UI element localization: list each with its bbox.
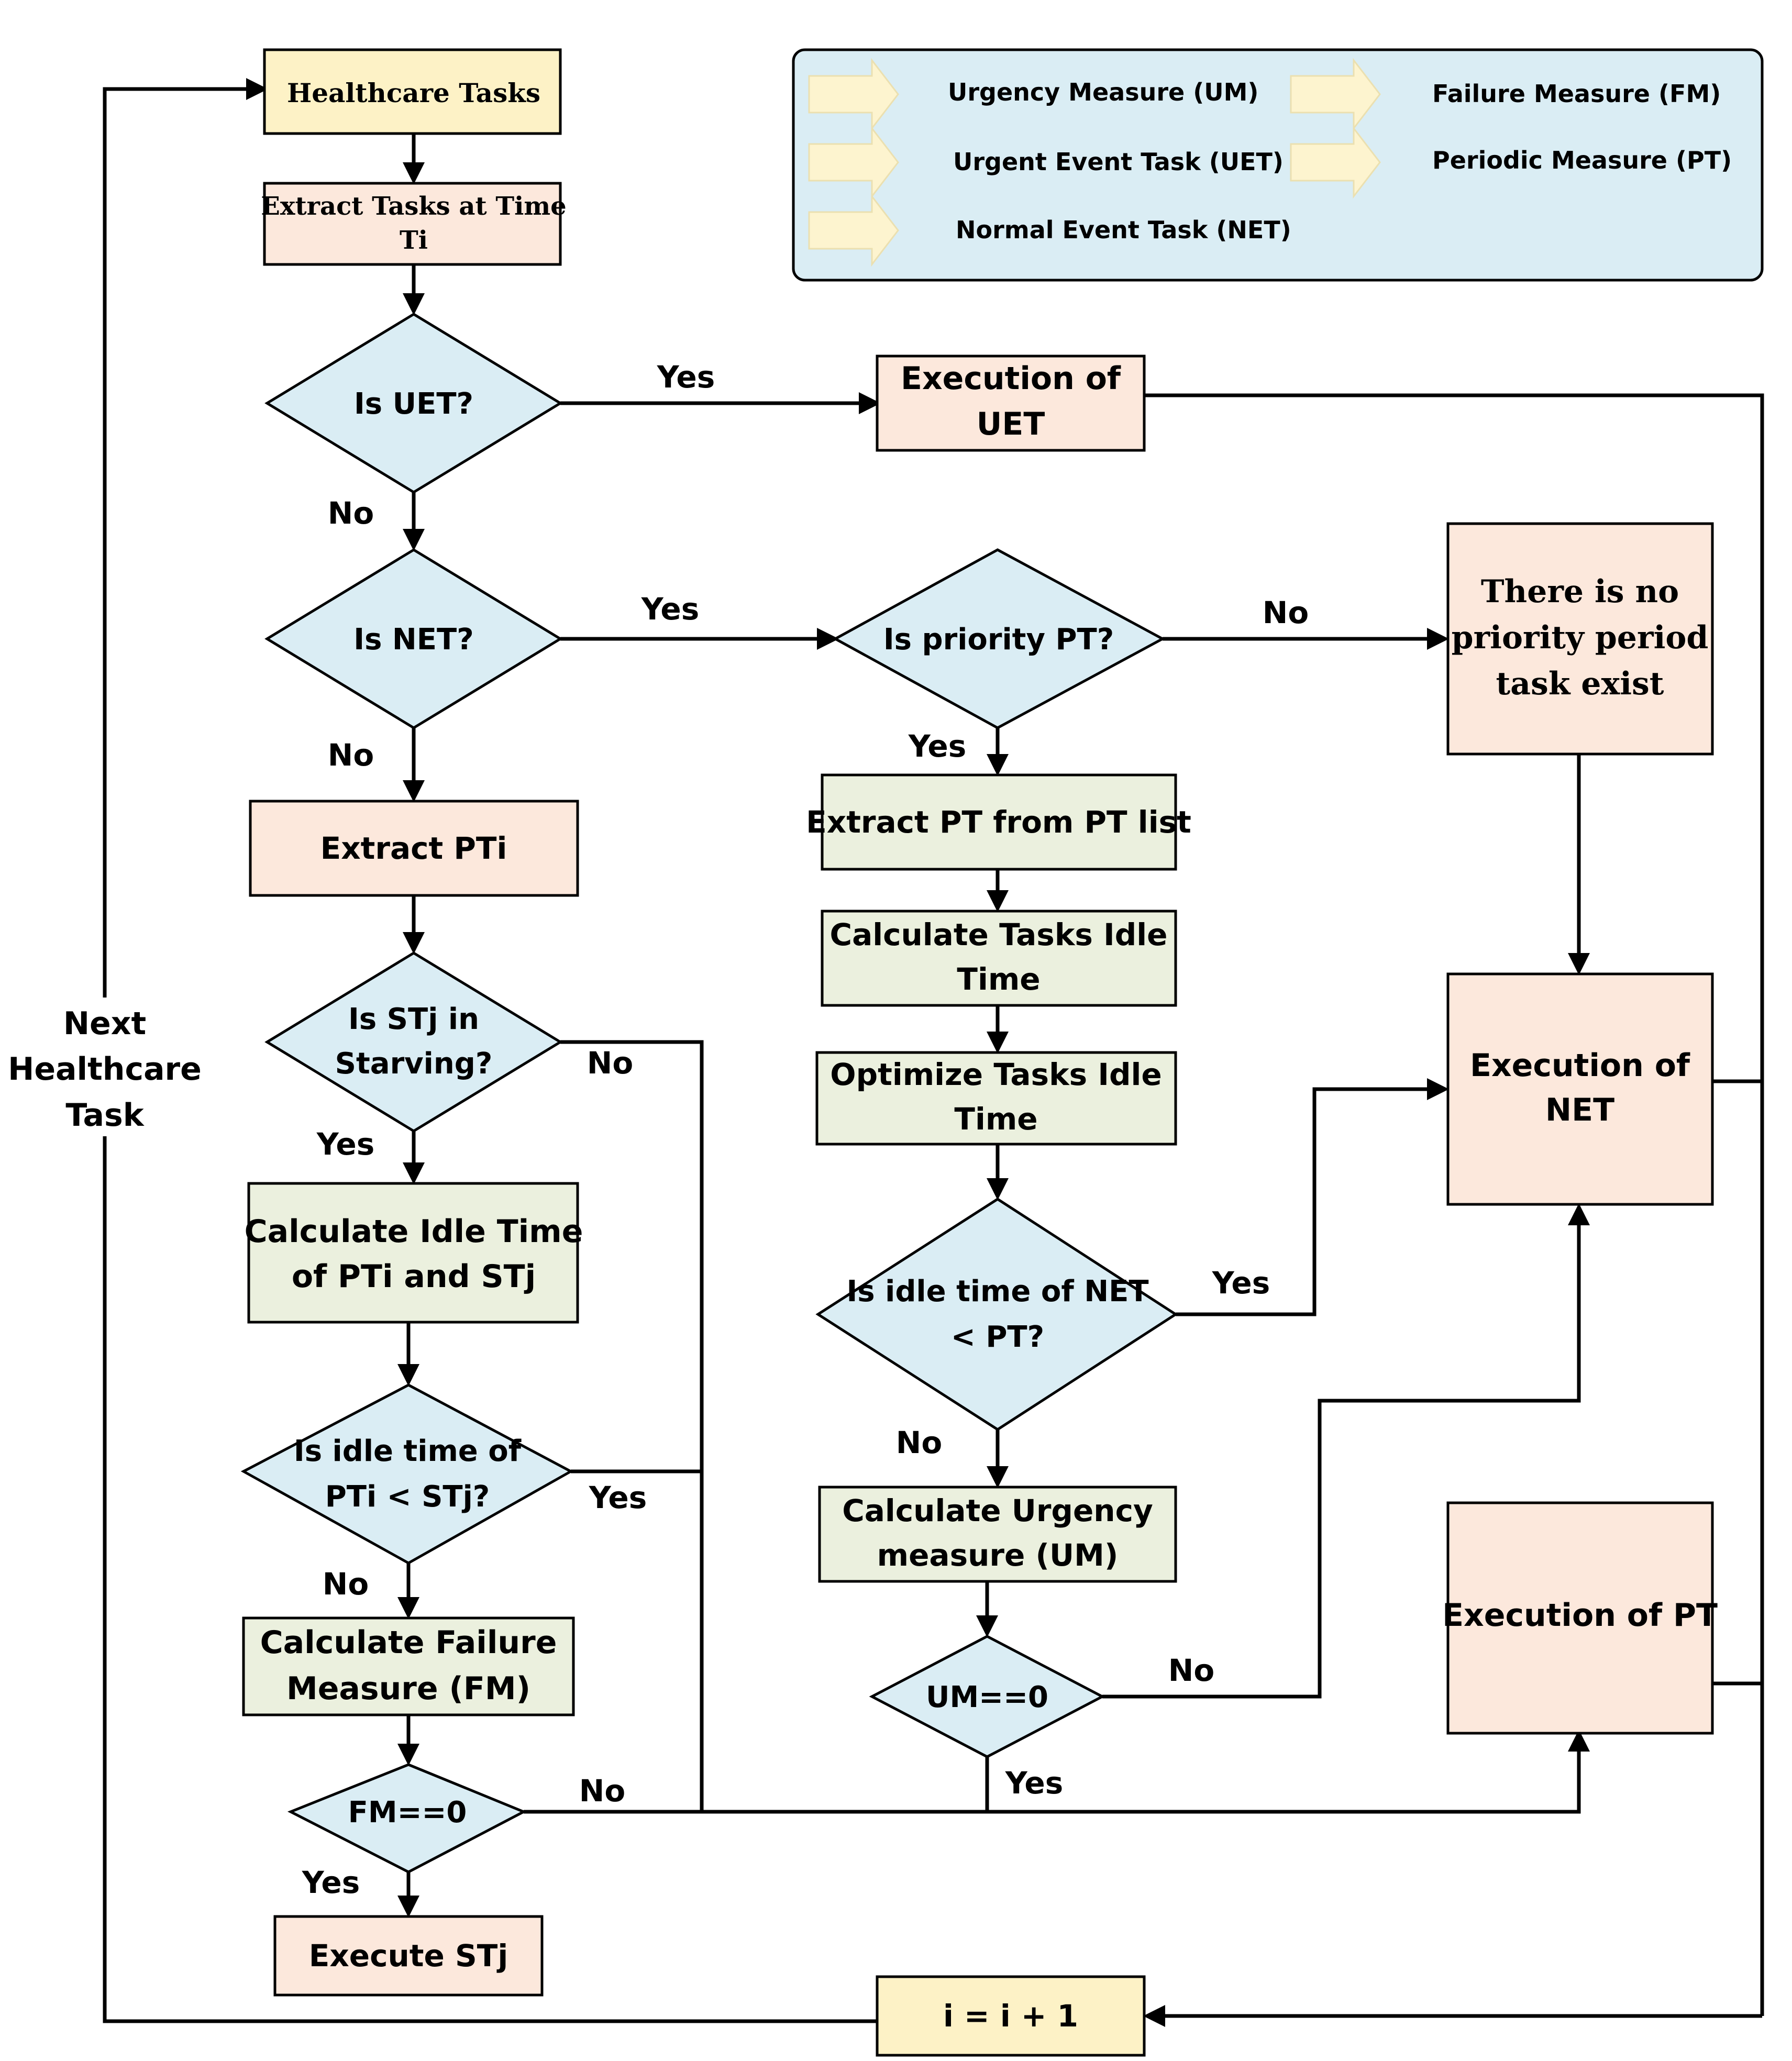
svg-text:Calculate Tasks Idle: Calculate Tasks Idle <box>830 917 1168 952</box>
svg-text:Optimize Tasks Idle: Optimize Tasks Idle <box>830 1057 1162 1092</box>
legend-label-uet: Urgent Event Task (UET) <box>953 148 1284 176</box>
svg-text:Is STj in: Is STj in <box>348 1002 479 1036</box>
svg-text:Extract PTi: Extract PTi <box>320 830 507 866</box>
node-calc-tasks-idle: Calculate Tasks Idle Time <box>821 910 1177 1007</box>
svg-text:Is NET?: Is NET? <box>353 623 473 657</box>
svg-text:Is priority PT?: Is priority PT? <box>883 623 1114 657</box>
edge-starving-no <box>560 1040 704 1812</box>
svg-text:Execution of: Execution of <box>901 360 1121 397</box>
decision-is-net: Is NET? <box>264 548 563 729</box>
legend-label-fm: Failure Measure (FM) <box>1432 80 1721 108</box>
edge-execuet-right <box>1144 393 1764 2016</box>
label-uet-no: No <box>328 495 374 531</box>
decision-idle-pti-stj: Is idle time of PTi < STj? <box>240 1383 574 1565</box>
decision-is-priority-pt: Is priority PT? <box>832 548 1166 729</box>
label-fm-no: No <box>579 1773 625 1809</box>
legend-label-um: Urgency Measure (UM) <box>948 78 1258 106</box>
svg-text:Time: Time <box>957 961 1040 997</box>
label-uet-yes: Yes <box>657 359 715 395</box>
edge-um-no <box>1102 1203 1590 1699</box>
label-idle-net-yes: Yes <box>1212 1265 1270 1301</box>
label-priority-no: No <box>1263 595 1309 630</box>
legend-arrow-icon-fm <box>1290 58 1381 131</box>
svg-text:Is idle time of: Is idle time of <box>294 1434 522 1468</box>
label-net-no: No <box>328 737 374 773</box>
legend: Urgency Measure (UM) Failure Measure (FM… <box>792 48 1764 282</box>
legend-arrow-icon-net <box>808 194 899 267</box>
svg-text:Is UET?: Is UET? <box>354 387 473 421</box>
label-um-yes: Yes <box>1005 1765 1064 1801</box>
node-exec-net: Execution of NET <box>1446 972 1714 1206</box>
loop-label-line-2: Healthcare <box>8 1051 202 1088</box>
svg-text:Calculate Urgency: Calculate Urgency <box>842 1493 1153 1528</box>
label-idle-pti-yes: Yes <box>589 1480 647 1515</box>
svg-text:< PT?: < PT? <box>951 1320 1044 1354</box>
decision-fm-zero: FM==0 <box>287 1763 527 1874</box>
node-no-priority-period: There is no priority period task exist <box>1446 522 1714 756</box>
node-optimize-idle: Optimize Tasks Idle Time <box>815 1051 1177 1146</box>
svg-text:Extract PT from PT list: Extract PT from PT list <box>806 804 1191 840</box>
label-priority-yes: Yes <box>908 728 967 764</box>
loop-label-line-1: Next <box>63 1005 146 1042</box>
node-calc-urgency: Calculate Urgency measure (UM) <box>818 1486 1177 1583</box>
svg-text:Calculate Idle Time: Calculate Idle Time <box>245 1213 583 1250</box>
svg-text:of PTi and STj: of PTi and STj <box>292 1258 536 1295</box>
legend-label-net: Normal Event Task (NET) <box>956 216 1291 244</box>
svg-text:Is idle time of NET: Is idle time of NET <box>846 1275 1148 1309</box>
label-fm-yes: Yes <box>302 1865 360 1900</box>
label-idle-net-no: No <box>896 1425 942 1460</box>
node-execute-stj: Execute STj <box>273 1915 544 1997</box>
svg-text:Starving?: Starving? <box>335 1047 493 1081</box>
decision-is-uet: Is UET? <box>264 313 563 494</box>
svg-text:i = i + 1: i = i + 1 <box>943 1998 1078 2034</box>
legend-arrow-icon-um <box>808 58 899 131</box>
node-increment: i = i + 1 <box>876 1975 1146 2057</box>
decision-idle-net-pt: Is idle time of NET < PT? <box>815 1198 1178 1431</box>
legend-arrow-icon-uet <box>808 126 899 199</box>
svg-text:Time: Time <box>954 1101 1037 1137</box>
svg-text:NET: NET <box>1545 1092 1614 1128</box>
svg-text:FM==0: FM==0 <box>348 1796 467 1830</box>
loop-label: Next Healthcare Task <box>8 998 202 1136</box>
label-um-no: No <box>1168 1653 1214 1688</box>
label-starving-no: No <box>587 1045 633 1081</box>
svg-text:Healthcare Tasks: Healthcare Tasks <box>287 77 540 108</box>
svg-text:measure (UM): measure (UM) <box>877 1537 1119 1573</box>
svg-text:UM==0: UM==0 <box>926 1680 1048 1714</box>
svg-text:Extract Tasks at Time: Extract Tasks at Time <box>261 192 566 221</box>
loop-label-line-3: Task <box>65 1097 145 1134</box>
legend-arrow-icon-pt <box>1290 126 1381 199</box>
label-idle-pti-no: No <box>323 1566 369 1602</box>
svg-text:priority period: priority period <box>1452 619 1709 656</box>
edge-labels: Yes No Yes No No Yes No Yes Yes No Yes N… <box>302 359 1309 1900</box>
svg-text:PTi < STj?: PTi < STj? <box>325 1480 490 1514</box>
svg-text:Execute STj: Execute STj <box>309 1938 508 1974</box>
node-healthcare-tasks: Healthcare Tasks <box>263 48 562 135</box>
svg-text:Execution of: Execution of <box>1470 1047 1690 1084</box>
node-extract-pt-list: Extract PT from PT list <box>806 773 1191 871</box>
label-starving-yes: Yes <box>316 1126 375 1162</box>
svg-text:Ti: Ti <box>400 226 428 255</box>
svg-text:There is no: There is no <box>1481 573 1679 610</box>
svg-text:UET: UET <box>977 406 1045 442</box>
decision-um-zero: UM==0 <box>869 1635 1105 1758</box>
edge-idlenet-yes <box>1176 1078 1449 1316</box>
node-calc-idle-pti: Calculate Idle Time of PTi and STj <box>245 1182 583 1324</box>
node-exec-uet: Execution of UET <box>876 354 1146 452</box>
legend-label-pt: Periodic Measure (PT) <box>1432 146 1732 174</box>
decision-stj-starving: Is STj in Starving? <box>264 951 563 1133</box>
node-extract-pti: Extract PTi <box>249 800 579 897</box>
svg-text:Calculate Failure: Calculate Failure <box>260 1624 557 1661</box>
svg-text:task exist: task exist <box>1496 666 1664 702</box>
svg-text:Execution of PT: Execution of PT <box>1442 1597 1718 1634</box>
legend-panel <box>792 48 1764 282</box>
svg-text:Measure (FM): Measure (FM) <box>286 1670 530 1707</box>
node-extract-tasks: Extract Tasks at Time Ti <box>261 182 567 266</box>
node-exec-pt: Execution of PT <box>1442 1501 1718 1735</box>
label-net-yes: Yes <box>641 591 700 627</box>
edge-fm-no <box>524 1730 1590 1814</box>
node-calc-failure: Calculate Failure Measure (FM) <box>242 1616 575 1716</box>
